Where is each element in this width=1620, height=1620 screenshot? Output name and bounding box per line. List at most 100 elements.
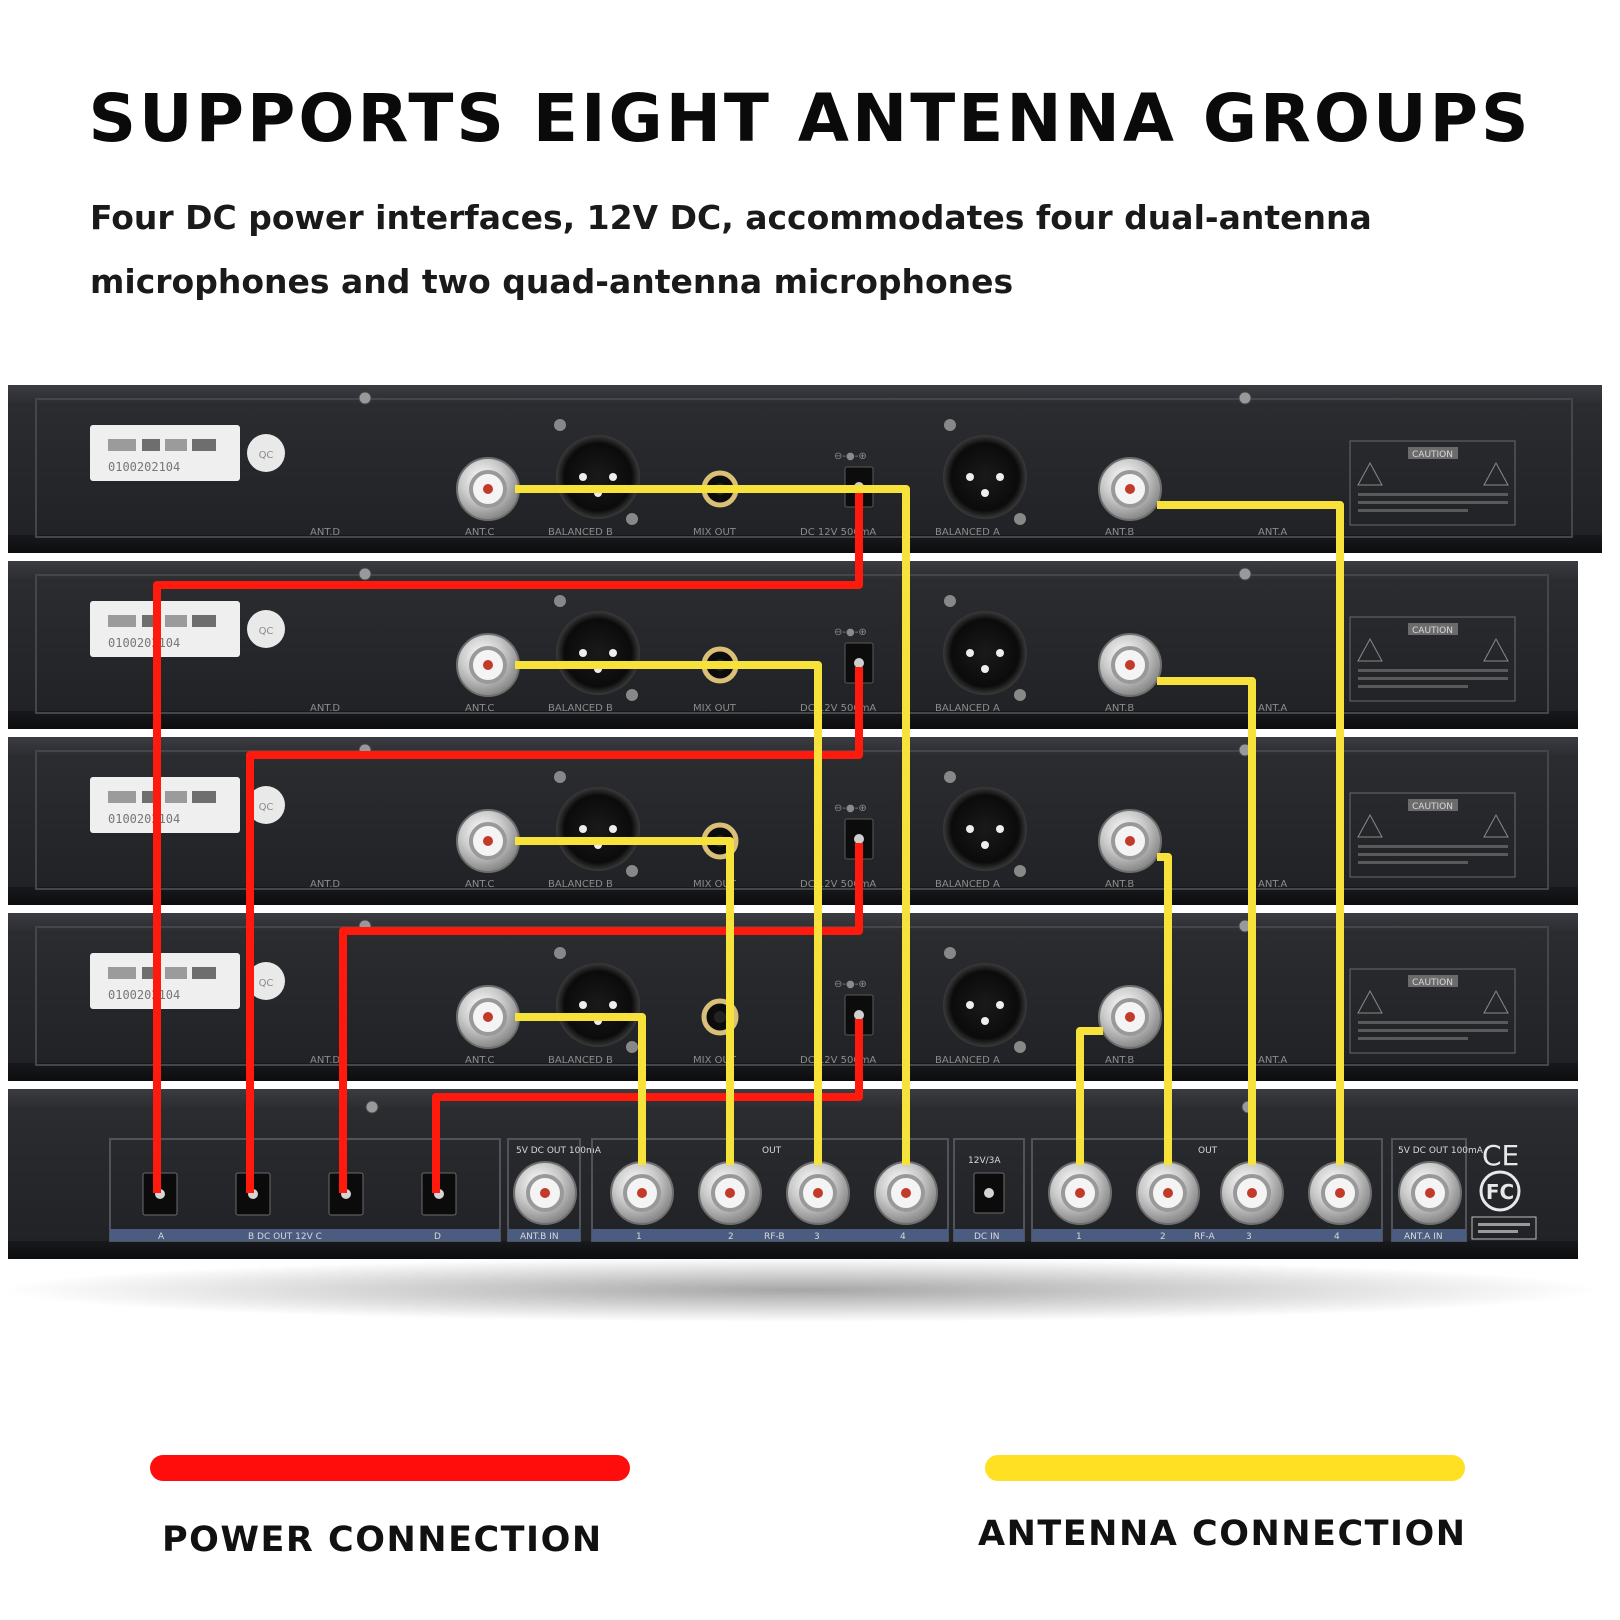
label-mix-out: MIX OUT (693, 527, 737, 538)
label-ant-c: ANT.C (465, 527, 494, 538)
qc-sticker: QC (247, 786, 285, 824)
ant-c-bnc-connector[interactable] (456, 633, 520, 697)
rf-a-out-panel: OUT 1 2 RF-A 3 4 (1031, 1138, 1383, 1242)
rf-a-out-1-bnc-connector[interactable] (1048, 1161, 1112, 1225)
ant-c-bnc-connector[interactable] (456, 457, 520, 521)
svg-text:D: D (434, 1232, 441, 1242)
screw-icon (358, 567, 372, 581)
label-ant-a: ANT.A (1258, 703, 1287, 714)
rf-b-out-2-bnc-connector[interactable] (698, 1161, 762, 1225)
screw-icon (1238, 391, 1252, 405)
svg-text:RF-B: RF-B (764, 1232, 785, 1242)
label-ant-b: ANT.B (1105, 879, 1134, 890)
ant-b-in-panel: 5V DC OUT 100mA ANT.B IN (507, 1138, 602, 1242)
label-balanced-b: BALANCED B (548, 527, 613, 538)
svg-text:4: 4 (900, 1232, 906, 1242)
svg-text:1: 1 (1076, 1232, 1082, 1242)
distributor-dc-in-jack[interactable] (973, 1172, 1005, 1214)
label-ant-d: ANT.D (310, 703, 340, 714)
ant-b-bnc-connector[interactable] (1098, 457, 1162, 521)
dc-in-jack[interactable]: ⊖-●-⊕ (834, 803, 874, 860)
screw-icon (1238, 567, 1252, 581)
svg-text:QC: QC (259, 978, 274, 989)
label-dc: DC 12V 500mA (800, 879, 876, 890)
svg-text:QC: QC (259, 450, 274, 461)
label-balanced-a: BALANCED A (935, 527, 1000, 538)
label-ant-b: ANT.B (1105, 527, 1134, 538)
svg-text:4: 4 (1334, 1232, 1340, 1242)
receiver-rear-lip (8, 711, 1578, 729)
label-mix-out: MIX OUT (693, 703, 737, 714)
svg-text:CAUTION: CAUTION (1412, 626, 1453, 636)
ant-a-in-panel: 5V DC OUT 100mA ANT.A IN (1391, 1138, 1484, 1242)
ant-b-bnc-connector[interactable] (1098, 809, 1162, 873)
rf-b-out-3-bnc-connector[interactable] (786, 1161, 850, 1225)
label-balanced-a: BALANCED A (935, 1055, 1000, 1066)
ant-c-bnc-connector[interactable] (456, 809, 520, 873)
qc-sticker: QC (247, 434, 285, 472)
ant-b-bnc-connector[interactable] (1098, 633, 1162, 697)
svg-text:B DC OUT 12V C: B DC OUT 12V C (248, 1232, 322, 1242)
power-wire-receiver-3 (339, 843, 863, 1193)
rf-b-out-4-bnc-connector[interactable] (874, 1161, 938, 1225)
svg-text:CAUTION: CAUTION (1412, 802, 1453, 812)
svg-text:2: 2 (728, 1232, 734, 1242)
receiver-unit-4: 0100202104 QC ANT.D ANT.C BALANCED B MIX… (8, 913, 1578, 1081)
balanced-b-xlr-connector[interactable] (556, 435, 640, 519)
svg-text:⊖-●-⊕: ⊖-●-⊕ (834, 979, 867, 990)
balanced-b-xlr-connector[interactable] (556, 963, 640, 1047)
label-dc: DC 12V 500mA (800, 703, 876, 714)
warning-sticker (1471, 1216, 1537, 1240)
dc-out-panel: A B DC OUT 12V C D (109, 1138, 501, 1242)
rf-a-out-3-bnc-connector[interactable] (1220, 1161, 1284, 1225)
dc-in-jack[interactable]: ⊖-●-⊕ (834, 979, 874, 1036)
antenna-wire-rx4-ant-c (515, 1013, 646, 1165)
page-subtitle: Four DC power interfaces, 12V DC, accomm… (90, 198, 1372, 301)
screw-icon (365, 1100, 379, 1114)
label-balanced-b: BALANCED B (548, 703, 613, 714)
connection-diagram: 0100202104 QC ANT.D ANT.C BALANCED B MIX… (0, 385, 1620, 1325)
antenna-wire-rx4-ant-b (1076, 1027, 1103, 1165)
power-wire-receiver-2 (246, 667, 863, 1193)
balanced-b-xlr-connector[interactable] (556, 787, 640, 871)
antenna-wire-rx1-ant-b (1157, 501, 1344, 1165)
balanced-a-xlr-connector[interactable] (943, 787, 1027, 871)
ant-b-bnc-connector[interactable] (1098, 985, 1162, 1049)
ant-a-in-bnc-connector[interactable] (1398, 1161, 1462, 1225)
svg-text:2: 2 (1160, 1232, 1166, 1242)
svg-text:CAUTION: CAUTION (1412, 978, 1453, 988)
receiver-rear-lip (8, 1063, 1578, 1081)
svg-text:12V/3A: 12V/3A (968, 1156, 1001, 1166)
antenna-distributor: A B DC OUT 12V C D 5V (8, 1089, 1578, 1259)
receiver-unit-3: 0100202104 QC ANT.D ANT.C BALANCED B MIX… (8, 737, 1578, 905)
svg-text:OUT: OUT (1198, 1146, 1218, 1156)
rf-a-out-2-bnc-connector[interactable] (1136, 1161, 1200, 1225)
caution-label: CAUTION (1349, 792, 1516, 878)
dc-in-jack[interactable]: ⊖-●-⊕ (834, 627, 874, 684)
antenna-wires (515, 485, 1344, 1165)
svg-text:⊖-●-⊕: ⊖-●-⊕ (834, 803, 867, 814)
qc-sticker: QC (247, 962, 285, 1000)
label-ant-b: ANT.B (1105, 703, 1134, 714)
svg-text:OUT: OUT (762, 1146, 782, 1156)
label-ant-c: ANT.C (465, 703, 494, 714)
svg-text:5V DC OUT 100mA: 5V DC OUT 100mA (516, 1146, 602, 1156)
label-ant-c: ANT.C (465, 1055, 494, 1066)
rf-a-out-4-bnc-connector[interactable] (1308, 1161, 1372, 1225)
rf-b-out-1-bnc-connector[interactable] (610, 1161, 674, 1225)
ant-b-in-bnc-connector[interactable] (513, 1161, 577, 1225)
qc-sticker: QC (247, 610, 285, 648)
balanced-a-xlr-connector[interactable] (943, 963, 1027, 1047)
balanced-b-xlr-connector[interactable] (556, 611, 640, 695)
ant-c-bnc-connector[interactable] (456, 985, 520, 1049)
serial-number: 0100202104 (108, 460, 180, 474)
svg-text:5V DC OUT 100mA: 5V DC OUT 100mA (1398, 1146, 1484, 1156)
label-ant-d: ANT.D (310, 527, 340, 538)
caution-label: CAUTION (1349, 616, 1516, 702)
balanced-a-xlr-connector[interactable] (943, 611, 1027, 695)
label-ant-d: ANT.D (310, 879, 340, 890)
power-wire-receiver-1 (153, 491, 863, 1193)
power-wires (153, 491, 863, 1193)
serial-number: 0100202104 (108, 988, 180, 1002)
balanced-a-xlr-connector[interactable] (943, 435, 1027, 519)
